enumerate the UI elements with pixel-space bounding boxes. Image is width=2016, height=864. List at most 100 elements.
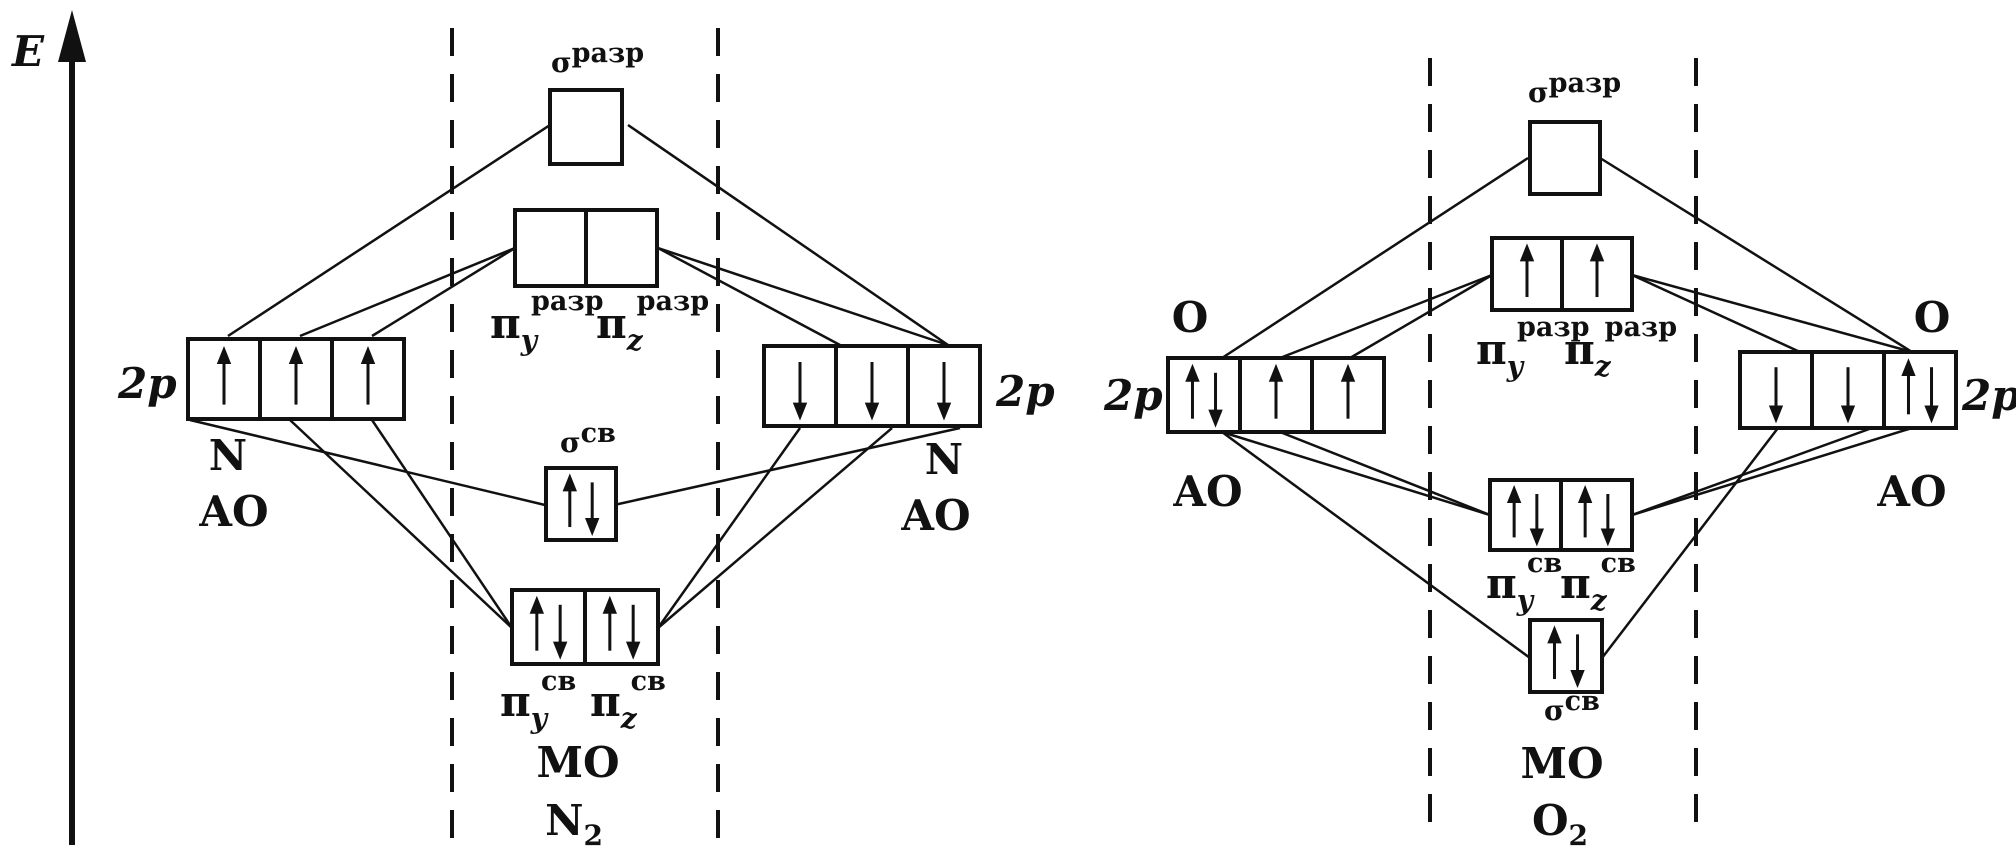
connector [227, 123, 551, 338]
n2-left-ao-label: AO [198, 487, 268, 536]
orbital-cell [1490, 236, 1564, 312]
n2-right-atom-label: N [925, 435, 963, 484]
o2-left-ao-label: AO [1172, 467, 1242, 516]
connector [371, 246, 516, 338]
orbital-cell-frame [1488, 478, 1563, 552]
orbital-cell-frame [548, 88, 624, 166]
orbital-cell [1166, 356, 1242, 434]
n2-left-ao-box [186, 337, 406, 421]
o2-sigma-antibonding-label: σразр [1528, 68, 1621, 109]
connector [1279, 430, 1491, 517]
connector [657, 246, 949, 347]
orbital-cell [583, 588, 660, 666]
connector [657, 246, 841, 347]
orbital-cell [762, 344, 838, 428]
o2-pi-y-antibonding-label: πyразр [1476, 312, 1590, 383]
n2-labels: σразр πyразр πzразр σсв πyсв πzсв MO N2 … [117, 38, 1055, 852]
connector [627, 123, 949, 347]
connector [289, 419, 513, 629]
o2-left-ao-box [1166, 356, 1386, 434]
orbital-cell [513, 208, 588, 288]
n2-pi-antibonding-box [513, 208, 659, 288]
o2-pi-bonding-box [1488, 478, 1634, 552]
o2-left-atom-label: O [1172, 293, 1209, 342]
o2-sigma-antibonding-box [1528, 120, 1602, 196]
connector [1349, 273, 1493, 360]
connector [1631, 426, 1873, 517]
o2-caption-mo: MO [1520, 739, 1603, 788]
o2-right-ao-label: AO [1876, 467, 1946, 516]
orbital-cell [1488, 478, 1563, 552]
n2-pi-y-antibonding-label: πyразр [490, 286, 604, 357]
orbital-cell-frame [1882, 350, 1958, 430]
n2-sigma-bonding-box [544, 466, 618, 542]
orbital-cell [1560, 236, 1634, 312]
n2-caption-molecule: N2 [545, 796, 603, 852]
connectors [189, 123, 1913, 660]
connector [1631, 426, 1913, 517]
orbital-cell-frame [583, 588, 660, 666]
orbital-cell-frame [1559, 478, 1634, 552]
orbital-cell [186, 337, 262, 421]
n2-right-ao-label: AO [900, 491, 970, 540]
orbital-cell-frame [513, 208, 588, 288]
connector [1631, 273, 1801, 354]
n2-sigma-bonding-label: σсв [560, 418, 616, 459]
o2-left-sublevel-label: 2p [1103, 371, 1163, 420]
n2-left-sublevel-label: 2p [117, 359, 177, 408]
connector [1221, 430, 1531, 660]
orbital-cell [548, 88, 624, 166]
orbital-cell-frame [544, 466, 618, 542]
n2-pi-bonding-box [510, 588, 660, 666]
orbital-cell-frame [510, 588, 587, 666]
energy-axis: E [11, 10, 86, 845]
n2-left-atom-label: N [209, 431, 247, 480]
o2-sigma-bonding-label: σсв [1544, 686, 1600, 727]
orbital-cell [330, 337, 406, 421]
n2-sigma-antibonding-box [548, 88, 624, 166]
energy-axis-label: E [11, 27, 45, 76]
orbital-cell [544, 466, 618, 542]
orbital-cell [1810, 350, 1886, 430]
connector [1279, 273, 1493, 360]
n2-right-ao-box [762, 344, 982, 428]
o2-caption-molecule: O2 [1532, 796, 1588, 852]
connector [613, 426, 961, 507]
o2-pi-antibonding-box [1490, 236, 1634, 312]
o2-sigma-bonding-box [1528, 618, 1604, 694]
orbital-cell [1882, 350, 1958, 430]
orbital-cell-frame [584, 208, 659, 288]
n2-pi-z-bonding-label: πzсв [590, 666, 666, 735]
orbital-cell [1738, 350, 1814, 430]
orbital-boxes [186, 88, 1958, 694]
connector [657, 427, 893, 629]
connector [1221, 156, 1529, 360]
orbital-cell [834, 344, 910, 428]
connector [1599, 156, 1913, 354]
orbital-cell [1559, 478, 1634, 552]
orbital-cell-frame [1560, 236, 1634, 312]
connector [1221, 430, 1491, 517]
orbital-cell [510, 588, 587, 666]
n2-pi-z-antibonding-label: πzразр [596, 286, 709, 357]
orbital-cell [1310, 356, 1386, 434]
n2-caption-mo: MO [536, 738, 619, 787]
connector [1601, 427, 1779, 659]
n2-pi-y-bonding-label: πyсв [500, 666, 576, 735]
orbital-cell [584, 208, 659, 288]
orbital-cell [1238, 356, 1314, 434]
connector [656, 427, 802, 629]
n2-sigma-antibonding-label: σразр [551, 38, 644, 79]
o2-right-atom-label: O [1914, 293, 1951, 342]
n2-right-sublevel-label: 2p [995, 367, 1055, 416]
connector [299, 246, 516, 338]
orbital-cell [258, 337, 334, 421]
o2-pi-y-bonding-label: πyсв [1486, 548, 1562, 617]
connector [189, 418, 546, 507]
o2-right-ao-box [1738, 350, 1958, 430]
o2-pi-z-bonding-label: πzсв [1560, 548, 1636, 617]
orbital-cell [1528, 618, 1604, 694]
orbital-cell-frame [1528, 618, 1604, 694]
orbital-cell [1528, 120, 1602, 196]
